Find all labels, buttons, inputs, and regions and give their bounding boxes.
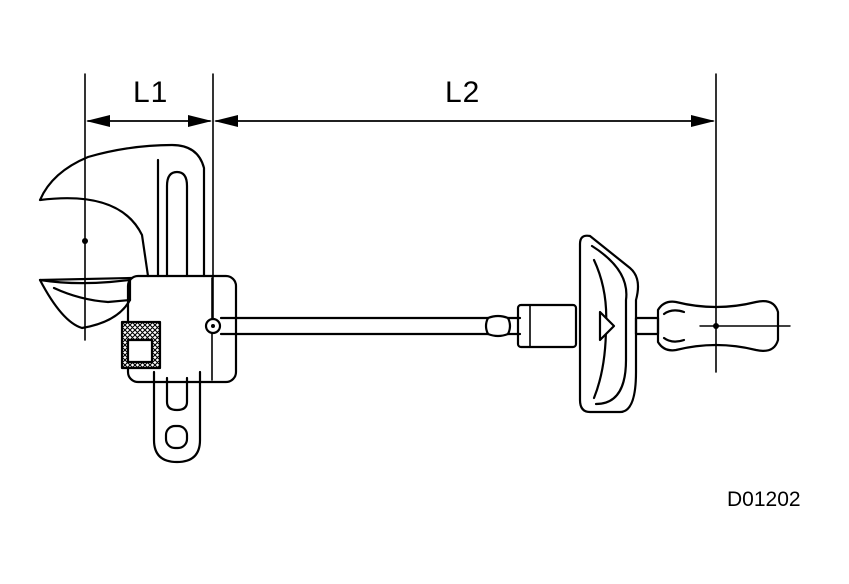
arrowhead-l1-left xyxy=(86,115,110,127)
upper-jaw xyxy=(38,143,206,278)
adjustable-wrench xyxy=(38,143,238,464)
arrowhead-l1-right xyxy=(188,115,212,127)
grip-contour xyxy=(662,309,686,343)
grip-center-dot xyxy=(713,323,719,329)
arrowhead-l2-left xyxy=(214,115,238,127)
figure-code: D01202 xyxy=(727,488,801,511)
handle-slot xyxy=(165,376,189,412)
dimension-lines xyxy=(84,73,717,373)
beam-bulge xyxy=(484,316,512,336)
lower-jaw-curve xyxy=(52,286,132,304)
shank-slot xyxy=(165,170,189,278)
jaw-center-dot xyxy=(82,238,88,244)
dial-housing xyxy=(578,234,640,414)
arrowhead-l2-right xyxy=(691,115,715,127)
handle-hole xyxy=(164,424,189,450)
torque-grip xyxy=(656,300,780,352)
wrench-handle xyxy=(152,370,202,464)
label-l1: L1 xyxy=(133,76,169,109)
grip-neck xyxy=(634,316,660,336)
label-l2: L2 xyxy=(445,76,481,109)
torque-collar xyxy=(516,303,578,349)
lower-jaw-top xyxy=(38,276,134,282)
torque-beam xyxy=(219,314,522,338)
pivot-pin-center xyxy=(211,324,215,328)
lower-jaw xyxy=(38,278,132,330)
torque-wrench xyxy=(219,234,791,414)
dial-pointer xyxy=(598,310,616,342)
dial-scale-arc xyxy=(590,244,628,406)
worm-screw-cap xyxy=(126,338,154,364)
